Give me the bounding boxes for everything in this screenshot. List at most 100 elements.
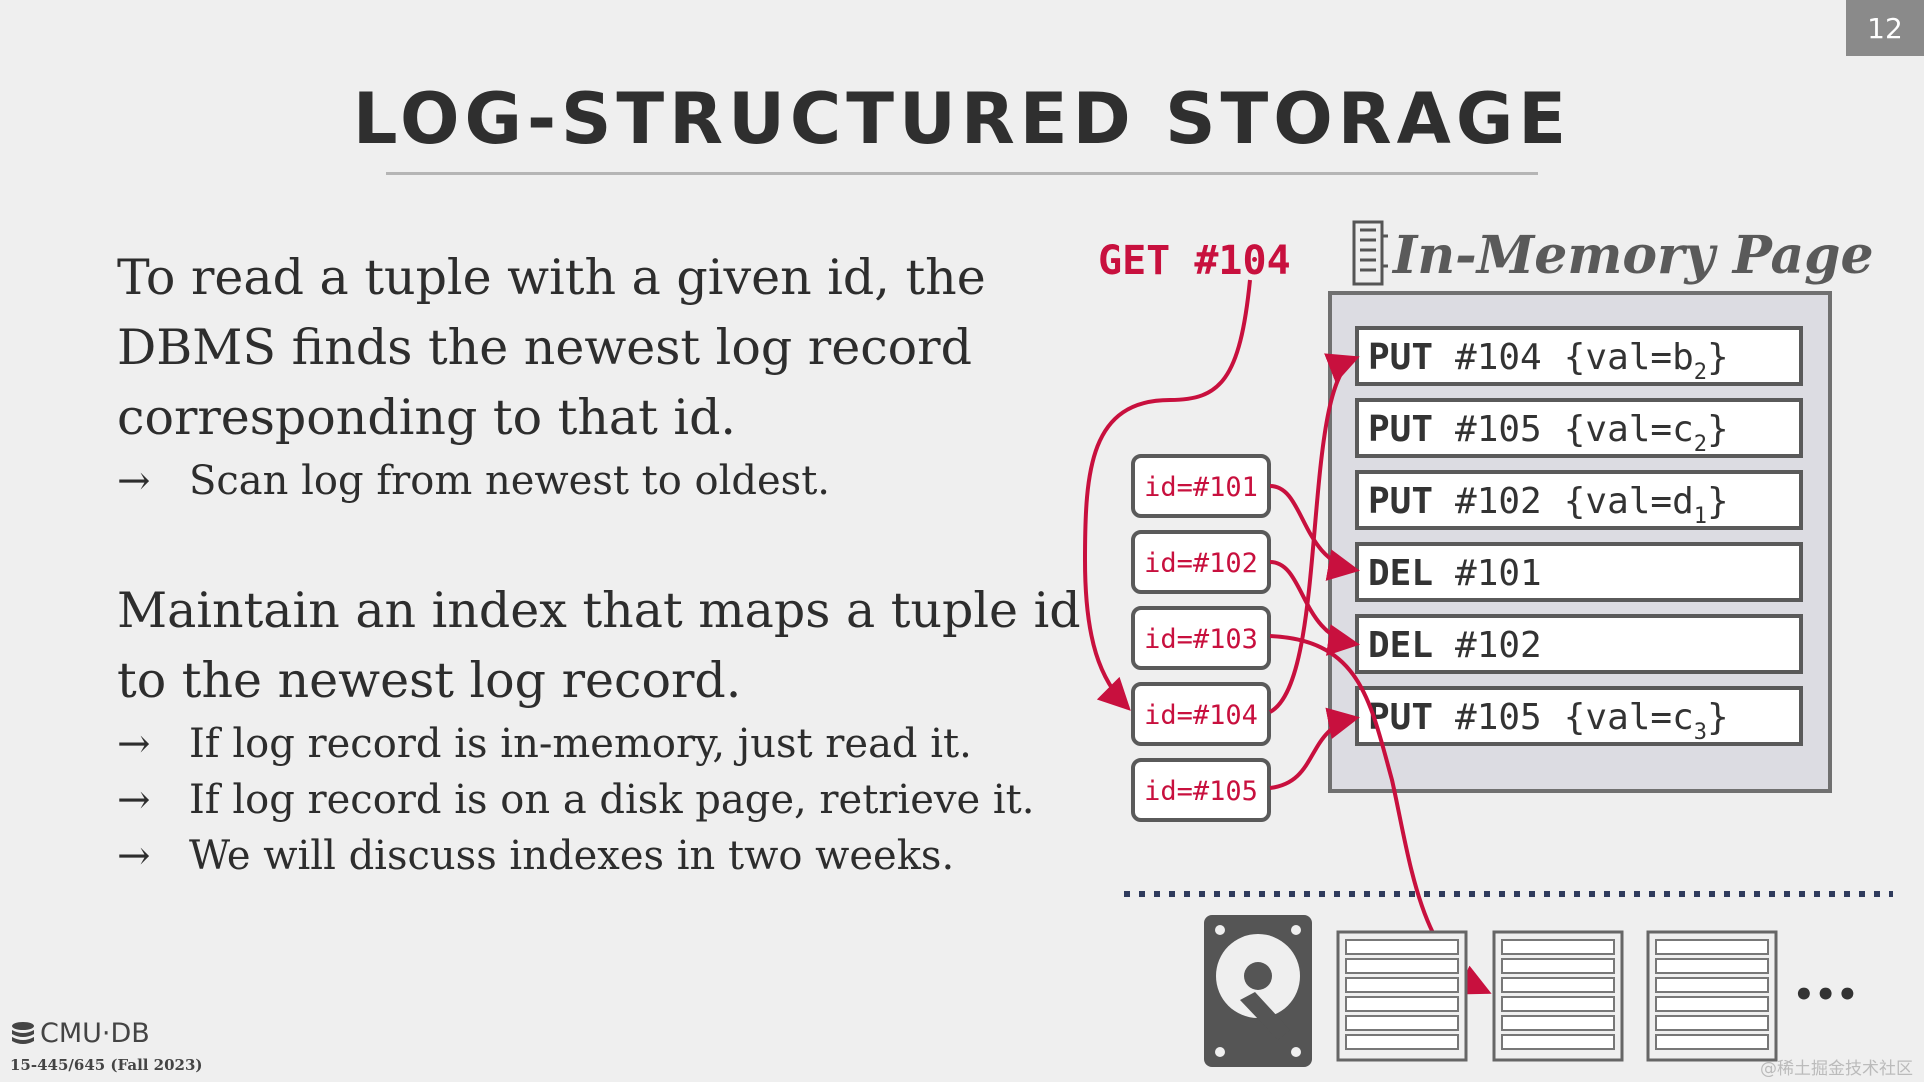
log-record-box — [1355, 398, 1803, 458]
log-record-op: PUT — [1368, 409, 1433, 450]
disk-page-slot — [1345, 939, 1459, 955]
get-to-index-arrow — [1082, 279, 1252, 711]
log-record-text: PUT #104 {val=b2} — [1368, 337, 1729, 385]
log-record-value: {val=c — [1564, 409, 1694, 450]
log-record-text: PUT#105{val=c3} — [1368, 697, 1729, 745]
log-record-op: DEL — [1368, 553, 1433, 594]
log-record-op: PUT — [1368, 337, 1433, 378]
disk-page-slot — [1501, 1034, 1615, 1050]
disk-page-slot — [1501, 1015, 1615, 1031]
log-record-close: } — [1707, 409, 1729, 450]
log-record-value: {val=b — [1564, 337, 1694, 378]
log-record-text: PUT#105{val=c2} — [1368, 409, 1729, 457]
log-record-box — [1355, 614, 1803, 674]
bullet-arrow: → — [117, 833, 151, 879]
log-record-id: #102 — [1455, 625, 1542, 666]
page-number: 12 — [1846, 0, 1924, 56]
index-entry: id=#102 — [1131, 530, 1271, 594]
log-record-op: DEL — [1368, 625, 1433, 666]
get-request-label: GET #104 — [1098, 238, 1291, 284]
paragraph-2-line: to the newest log record. — [117, 652, 742, 709]
log-record: DEL #101 — [1355, 542, 1803, 602]
log-record-subscript: 2 — [1694, 360, 1707, 385]
course-label: 15-445/645 (Fall 2023) — [10, 1056, 203, 1074]
memory-icon — [1352, 220, 1388, 286]
bullet-arrow: → — [117, 777, 151, 823]
log-record-value: {val=c — [1564, 697, 1694, 738]
log-record-subscript: 3 — [1694, 720, 1707, 745]
index-101-arrow — [1269, 484, 1360, 581]
paragraph-1-line: corresponding to that id. — [117, 389, 737, 446]
title-divider — [386, 172, 1538, 175]
log-record-text: DEL #102 — [1368, 625, 1542, 666]
bullet-arrow: → — [117, 721, 151, 767]
paragraph-2-bullets: → If log record is in-memory, just read i… — [117, 716, 1034, 884]
log-record-text: PUT #102 {val=d1} — [1368, 481, 1729, 529]
disk-page-slot — [1345, 977, 1459, 993]
log-records: PUT#104{val=b2}PUT#105{val=c2}PUT#102{va… — [1355, 326, 1803, 746]
index-entry-label: id=#105 — [1144, 776, 1258, 807]
disk-page-slot — [1345, 958, 1459, 974]
index-102-arrow — [1269, 560, 1360, 656]
paragraph-1: To read a tuple with a given id, the DBM… — [117, 243, 986, 453]
index-105-arrow — [1269, 707, 1360, 790]
disk-page-slot — [1501, 958, 1615, 974]
bullet-arrow: → — [117, 458, 151, 504]
disk-page — [1336, 930, 1468, 1062]
bullet-text: Scan log from newest to oldest. — [189, 458, 830, 504]
index-entry-box — [1131, 454, 1271, 518]
in-memory-page-title: In-Memory Page — [1391, 225, 1874, 286]
bullet-text: If log record is in-memory, just read it… — [189, 721, 972, 767]
logo-text: CMU·DB — [40, 1018, 150, 1049]
paragraph-1-line: DBMS finds the newest log record — [117, 319, 972, 376]
index-entry-box — [1131, 530, 1271, 594]
index-entry: id=#101 — [1131, 454, 1271, 518]
index-entry: id=#105 — [1131, 758, 1271, 822]
log-record: PUT#105{val=c3} — [1355, 686, 1803, 746]
index-entries: id=#101 id=#102 id=#103 id=#104 id=#105 — [1131, 454, 1271, 822]
hard-disk-icon — [1204, 915, 1312, 1067]
disk-page — [1492, 930, 1624, 1062]
bullet-text: If log record is on a disk page, retriev… — [189, 777, 1035, 823]
log-record: DEL #102 — [1355, 614, 1803, 674]
log-record-id: #105 — [1455, 697, 1542, 738]
paragraph-2-line: Maintain an index that maps a tuple id — [117, 582, 1081, 639]
log-record-id: #102 — [1455, 481, 1542, 522]
log-record-close: } — [1707, 697, 1729, 738]
index-104-arrow — [1268, 353, 1360, 714]
bullet-item: → If log record is in-memory, just read i… — [117, 716, 1034, 772]
disk-page — [1646, 930, 1778, 1062]
log-record-subscript: 1 — [1694, 504, 1707, 529]
disk-page-slot — [1501, 939, 1615, 955]
disk-page-slot — [1655, 977, 1769, 993]
database-icon — [12, 1021, 34, 1044]
log-record-box — [1355, 542, 1803, 602]
log-record-close: } — [1707, 337, 1729, 378]
index-entry-label: id=#103 — [1144, 624, 1258, 655]
log-record-value: {val=d — [1564, 481, 1694, 522]
log-record-close: } — [1707, 481, 1729, 522]
disk-page-slot — [1345, 1034, 1459, 1050]
paragraph-2: Maintain an index that maps a tuple id t… — [117, 576, 1081, 716]
index-entry-label: id=#104 — [1144, 700, 1258, 731]
log-record-text: DEL #101 — [1368, 553, 1542, 594]
log-record-op: PUT — [1368, 481, 1433, 522]
log-record-subscript: 2 — [1694, 432, 1707, 457]
index-entry-label: id=#102 — [1144, 548, 1258, 579]
log-record-id: #104 — [1455, 337, 1542, 378]
bullet-item: → If log record is on a disk page, retrie… — [117, 772, 1034, 828]
slide-title: LOG-STRUCTURED STORAGE — [352, 78, 1572, 160]
index-entry-label: id=#101 — [1144, 472, 1258, 503]
index-entry-box — [1131, 682, 1271, 746]
log-record: PUT #102 {val=d1} — [1355, 470, 1803, 530]
bullet-text: We will discuss indexes in two weeks. — [189, 833, 955, 879]
log-record-id: #101 — [1455, 553, 1542, 594]
log-record-box — [1355, 470, 1803, 530]
index-entry: id=#103 — [1131, 606, 1271, 670]
disk-page-slot — [1501, 996, 1615, 1012]
disk-page-slot — [1345, 1015, 1459, 1031]
log-record: PUT #104 {val=b2} — [1355, 326, 1803, 386]
disk-page-slot — [1655, 939, 1769, 955]
